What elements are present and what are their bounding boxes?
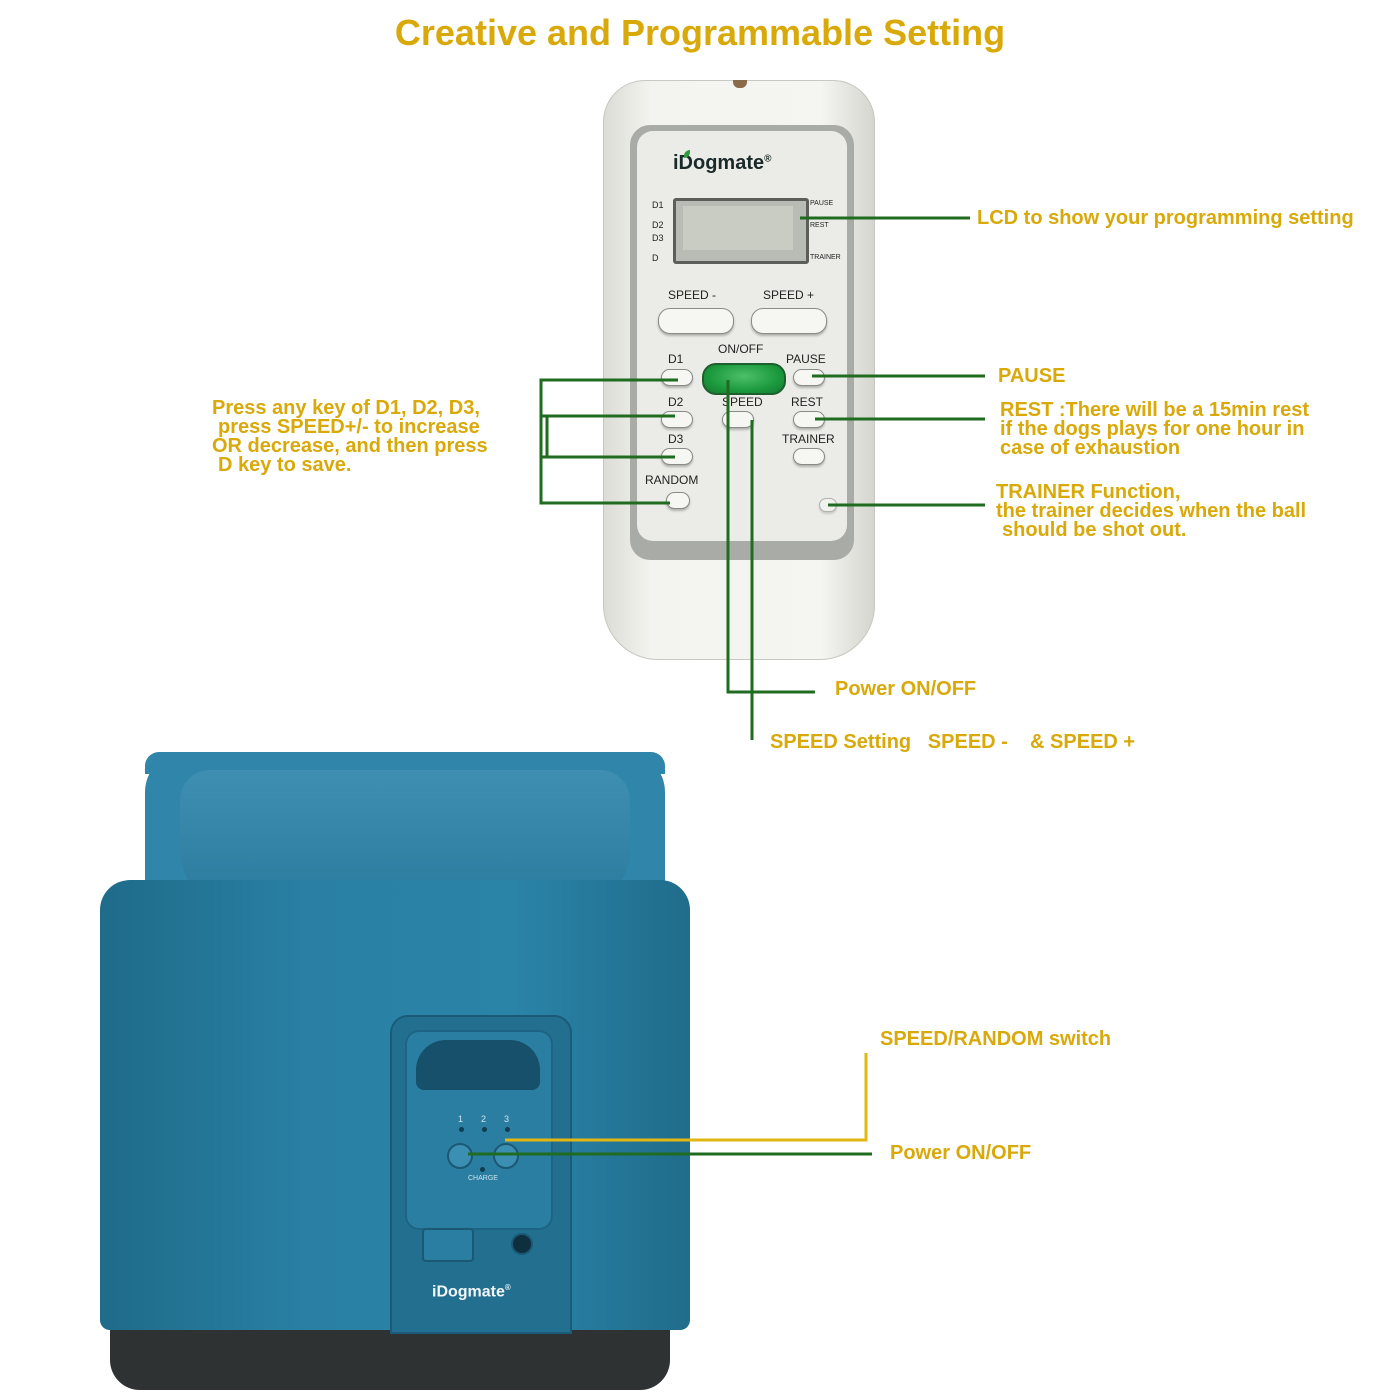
remote-top-nub bbox=[733, 80, 747, 88]
device-rim-tab-left bbox=[145, 752, 270, 774]
leader-d-keys bbox=[539, 378, 678, 505]
callout-power-device: Power ON/OFF bbox=[890, 1142, 1032, 1164]
speed-minus-label: SPEED - bbox=[668, 288, 717, 302]
d1-label: D1 bbox=[668, 352, 684, 366]
indicator-led-2 bbox=[482, 1127, 487, 1132]
device-speed-random-switch[interactable] bbox=[493, 1143, 519, 1169]
callout-pause: PAUSE bbox=[998, 365, 1066, 387]
indicator-label-1: 1 bbox=[458, 1114, 464, 1124]
d3-label: D3 bbox=[668, 432, 684, 446]
device-sensor-window bbox=[422, 1228, 474, 1262]
device-brand-logo: iDogmate® bbox=[432, 1283, 511, 1301]
d1-button[interactable] bbox=[661, 369, 693, 386]
speed-button[interactable] bbox=[722, 411, 754, 428]
trainer-button[interactable] bbox=[793, 448, 825, 465]
d2-label: D2 bbox=[668, 395, 684, 409]
lcd-display-area bbox=[683, 206, 793, 250]
lcd-label-pause: PAUSE bbox=[810, 200, 834, 207]
trainer-label: TRAINER bbox=[782, 432, 835, 446]
indicator-led-1 bbox=[459, 1127, 464, 1132]
lcd-label-rest: REST bbox=[810, 222, 829, 229]
charge-label: CHARGE bbox=[468, 1175, 498, 1182]
lcd-label-d3: D3 bbox=[652, 233, 664, 243]
random-label: RANDOM bbox=[645, 473, 699, 487]
random-button[interactable] bbox=[666, 492, 690, 509]
charge-led bbox=[480, 1167, 485, 1172]
onoff-button[interactable] bbox=[702, 363, 786, 395]
lcd-label-trainer: TRAINER bbox=[810, 254, 841, 261]
callout-trainer: TRAINER Function, the trainer decides wh… bbox=[996, 481, 1307, 541]
leader-power-remote bbox=[726, 380, 815, 694]
speed-plus-button[interactable] bbox=[751, 308, 827, 334]
indicator-led-3 bbox=[505, 1127, 510, 1132]
indicator-label-3: 3 bbox=[504, 1114, 510, 1124]
speed-label: SPEED bbox=[722, 395, 763, 409]
callout-d-keys: Press any key of D1, D2, D3, press SPEED… bbox=[212, 397, 488, 476]
callout-rest: REST :There will be a 15min rest if the … bbox=[1000, 399, 1309, 459]
lcd-label-d: D bbox=[652, 253, 659, 263]
onoff-label: ON/OFF bbox=[718, 342, 764, 356]
speed-plus-label: SPEED + bbox=[763, 288, 815, 302]
lcd-label-d1: D1 bbox=[652, 200, 664, 210]
device-power-button[interactable] bbox=[447, 1143, 473, 1169]
rest-label: REST bbox=[791, 395, 824, 409]
callout-power-remote: Power ON/OFF bbox=[835, 678, 977, 700]
indicator-label-2: 2 bbox=[481, 1114, 487, 1124]
pause-label: PAUSE bbox=[786, 352, 826, 366]
leaf-icon bbox=[684, 150, 690, 158]
lcd-label-d2: D2 bbox=[652, 220, 664, 230]
leader-speed-random bbox=[505, 1053, 868, 1142]
charging-port-icon bbox=[511, 1233, 533, 1255]
callout-speed-setting: SPEED Setting SPEED - & SPEED + bbox=[770, 731, 1136, 753]
device-ball-slot bbox=[416, 1040, 540, 1090]
device-rim-tab-right bbox=[505, 752, 665, 774]
speed-minus-button[interactable] bbox=[658, 308, 734, 334]
leader-d-bracket bbox=[541, 414, 549, 457]
page-title: Creative and Programmable Setting bbox=[394, 12, 1006, 53]
callout-speed-random-switch: SPEED/RANDOM switch bbox=[880, 1028, 1112, 1050]
remote-brand-logo: iDogmate® bbox=[673, 152, 772, 174]
callout-lcd: LCD to show your programming setting bbox=[977, 207, 1354, 229]
